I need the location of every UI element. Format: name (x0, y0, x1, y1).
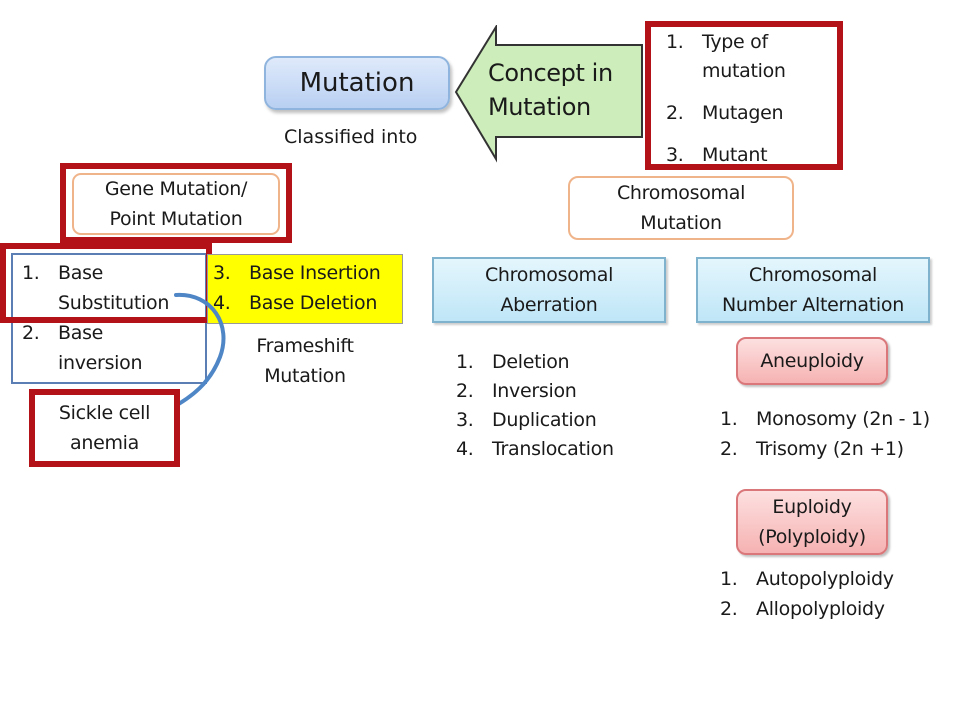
chromosomal-mutation-node: Chromosomal Mutation (568, 176, 794, 240)
frameshift-mutation-label: Frameshift Mutation (256, 335, 354, 387)
sickle-cell-node: Sickle cell anemia (58, 402, 151, 454)
concept-arrow-shape (454, 25, 643, 163)
gene-mutation-highlight (60, 163, 292, 243)
concept-list-highlight (645, 21, 843, 170)
aneuploidy-node: Aneuploidy (736, 337, 888, 385)
aberration-item: 1. Deletion (456, 351, 570, 373)
euploidy-list: 1. Autopolyploidy 2. Allopolyploidy (720, 564, 940, 624)
curved-arrow-path (168, 292, 226, 411)
gene-title-line-2: Point Mutation (109, 208, 243, 230)
classified-into-label: Classified into (284, 126, 418, 148)
gene-mutation-node: Gene Mutation/ Point Mutation (72, 173, 280, 235)
autopolyploidy-item: 1. Autopolyploidy (720, 568, 894, 590)
frameshift-list: 3. Base Insertion 4. Base Deletion (213, 258, 403, 318)
frameshift-box (207, 254, 403, 324)
base-insertion-item: 3. Base Insertion (213, 262, 381, 284)
gene-title-line-1: Gene Mutation/ (104, 178, 248, 200)
chromosomal-title-line-1: Chromosomal (616, 182, 746, 204)
trisomy-item: 2. Trisomy (2n +1) (720, 438, 904, 460)
concept-line-1: Concept in (488, 59, 613, 87)
sickle-cell-highlight (29, 389, 180, 467)
aberration-item: 4. Translocation (456, 438, 614, 460)
chromosomal-aberration-node: Chromosomal Aberration (432, 257, 666, 323)
chromosomal-number-node: Chromosomal Number Alternation (696, 257, 930, 323)
allopolyploidy-item: 2. Allopolyploidy (720, 598, 885, 620)
concept-item-mutant: 3. Mutant (666, 144, 768, 166)
base-deletion-item: 4. Base Deletion (213, 292, 378, 314)
aberration-list: 1. Deletion 2. Inversion 3. Duplication … (456, 348, 676, 464)
aberration-item: 2. Inversion (456, 380, 577, 402)
concept-arrow-polygon (454, 25, 643, 163)
mutation-node: Mutation (264, 56, 450, 110)
aberration-item: 3. Duplication (456, 409, 597, 431)
concept-line-2: Mutation (488, 93, 591, 121)
concept-in-mutation-label: Concept in Mutation (488, 56, 628, 124)
chromosomal-title-line-2: Mutation (640, 212, 722, 234)
euploidy-node: Euploidy (Polyploidy) (736, 489, 888, 555)
mutation-label: Mutation (299, 68, 415, 98)
aneuploidy-list: 1. Monosomy (2n - 1) 2. Trisomy (2n +1) (720, 404, 960, 464)
concept-item-mutagen: 2. Mutagen (666, 102, 784, 124)
monosomy-item: 1. Monosomy (2n - 1) (720, 408, 930, 430)
